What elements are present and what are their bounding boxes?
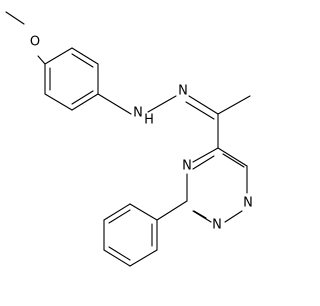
triazine-ring — [186, 147, 248, 223]
bond-nh-n — [147, 95, 177, 113]
bond-methyl-o — [5, 11, 25, 25]
atom-label-n4: N — [182, 159, 192, 174]
structure-diagram: O N H N N N N — [5, 11, 253, 267]
bond-n-c-double-a — [188, 95, 219, 115]
atom-label-n2: N — [212, 218, 222, 233]
atom-label-n-nh: N — [133, 106, 143, 121]
phenyl-ring — [103, 203, 158, 267]
atom-label-h-nh: H — [144, 113, 154, 128]
atom-label-n1: N — [243, 196, 253, 211]
atom-label-n-imine: N — [178, 84, 188, 99]
atom-label-o-methoxy: O — [30, 35, 40, 50]
bond-o-ring — [37, 55, 46, 65]
bond-n-c-double-b — [185, 101, 215, 120]
bond-triazine-phenyl — [156, 200, 188, 221]
bond-ring-nh — [97, 93, 132, 115]
methoxyphenyl-ring — [44, 47, 99, 111]
molecule-drawing: O N H N N N N — [5, 11, 253, 267]
bond-c-methyl — [217, 95, 251, 115]
